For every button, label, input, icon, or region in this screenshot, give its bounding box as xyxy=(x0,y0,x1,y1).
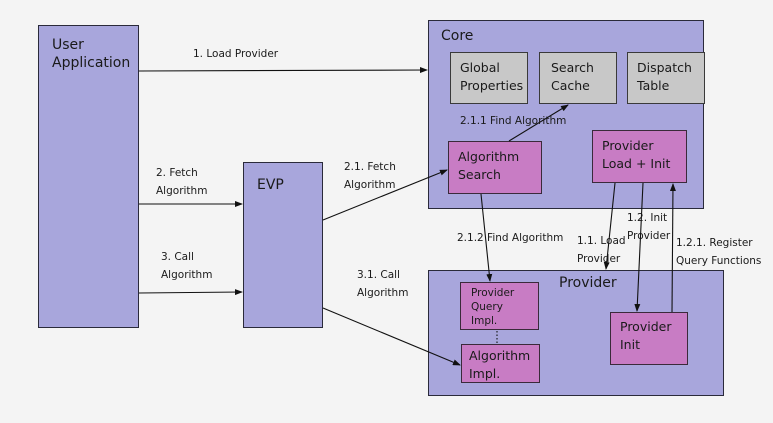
dispatch-table-box: Dispatch Table xyxy=(627,52,705,104)
arrow-find-provider xyxy=(480,193,493,282)
arrow-call-algorithm xyxy=(138,289,243,296)
arrow-evp-call xyxy=(322,307,461,366)
algorithm-impl-box: Algorithm Impl. xyxy=(461,344,540,383)
label-call-algorithm: 3. Call Algorithm xyxy=(161,251,213,281)
arrow-load-provider-sub xyxy=(603,182,616,270)
core-label: Core xyxy=(441,28,474,44)
arrow-init-provider xyxy=(634,182,644,312)
global-properties-box: Global Properties xyxy=(450,52,528,104)
algorithm-search-label: Algorithm Search xyxy=(458,149,520,182)
provider-label: Provider xyxy=(559,275,617,291)
dispatch-table-label: Dispatch Table xyxy=(637,60,692,93)
provider-query-impl-box: Provider Query Impl. xyxy=(460,282,539,330)
label-evp-call: 3.1. Call Algorithm xyxy=(357,269,409,299)
label-load-provider: 1. Load Provider xyxy=(193,48,279,60)
label-evp-fetch: 2.1. Fetch Algorithm xyxy=(344,161,396,191)
label-load-provider-sub: 1.1. Load Provider xyxy=(577,235,626,265)
provider-load-init-label: Provider Load + Init xyxy=(602,138,671,171)
label-find-cache: 2.1.1 Find Algorithm xyxy=(460,115,567,127)
label-init-provider: 1.2. Init Provider xyxy=(627,212,671,242)
user-application-label: User Application xyxy=(52,37,131,71)
provider-load-init-box: Provider Load + Init xyxy=(592,130,687,183)
algorithm-search-box: Algorithm Search xyxy=(448,141,542,194)
provider-init-box: Provider Init xyxy=(610,312,688,365)
arrow-register-query xyxy=(669,183,676,313)
provider-query-impl-label: Provider Query Impl. xyxy=(471,287,515,327)
search-cache-label: Search Cache xyxy=(551,60,594,93)
label-fetch-algorithm: 2. Fetch Algorithm xyxy=(156,167,208,197)
user-application-box: User Application xyxy=(38,25,139,328)
provider-init-label: Provider Init xyxy=(620,319,672,352)
evp-label: EVP xyxy=(257,177,284,193)
algorithm-impl-label: Algorithm Impl. xyxy=(469,348,531,381)
arrow-evp-fetch xyxy=(322,169,448,221)
evp-box: EVP xyxy=(243,162,323,328)
arrow-load-provider xyxy=(138,67,428,74)
label-register-query: 1.2.1. Register Query Functions xyxy=(676,237,762,267)
search-cache-box: Search Cache xyxy=(539,52,617,104)
label-find-provider: 2.1.2 Find Algorithm xyxy=(457,232,564,244)
arrow-find-cache xyxy=(508,104,569,142)
global-properties-label: Global Properties xyxy=(460,60,524,93)
